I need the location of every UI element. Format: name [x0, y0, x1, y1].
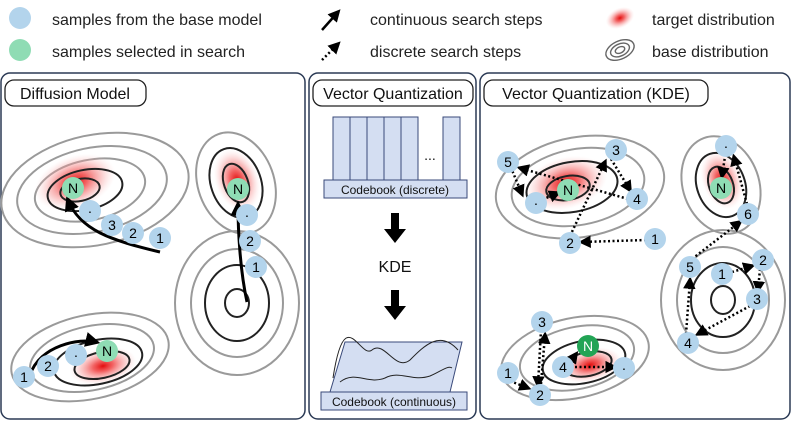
kde-node: 1 [718, 266, 726, 282]
kde-node: 3 [612, 142, 620, 158]
panel-vq-title: Vector Quantization [323, 86, 463, 103]
kde-node: 4 [633, 191, 641, 207]
legend-target-icon [605, 6, 635, 30]
codebook-discrete-label-box [323, 179, 468, 199]
kde-node: 4 [559, 359, 567, 375]
kde-node: 6 [744, 206, 752, 222]
codebook-continuous-plot [329, 336, 463, 393]
codebook-ellipsis: ... [424, 147, 436, 163]
diffusion-node: 2 [129, 225, 137, 241]
diffusion-dist-c [174, 230, 300, 376]
kde-node: N [583, 338, 593, 354]
kde-node: 3 [753, 291, 761, 307]
kde-node: 5 [686, 259, 694, 275]
kde-label: KDE [379, 259, 412, 276]
diffusion-nodes: N · 3 2 1 N · 2 1 1 2 · N [13, 177, 267, 388]
legend-base-sample-icon [9, 7, 31, 29]
kde-node: 1 [651, 231, 659, 247]
kde-node: 5 [504, 154, 512, 170]
panel-vq: Vector Quantization ... Codebook (discre… [308, 72, 477, 420]
kde-node: 3 [538, 314, 546, 330]
diffusion-node: N [233, 181, 243, 197]
diffusion-node: · [245, 207, 250, 223]
legend-selected-samples-label: samples selected in search [52, 44, 245, 61]
diffusion-node: · [88, 203, 93, 219]
panel-vq-kde-title: Vector Quantization (KDE) [502, 86, 690, 103]
legend-base-label: base distribution [652, 44, 769, 61]
kde-discrete-arrows [507, 149, 766, 391]
diffusion-arrow-a [64, 195, 161, 254]
panel-diffusion-title-box [4, 79, 147, 107]
legend-discrete-arrow-icon [321, 41, 341, 61]
diffusion-node: 1 [156, 230, 164, 246]
kde-node: 2 [536, 387, 544, 403]
legend-continuous-arrow-icon [321, 9, 341, 31]
legend-continuous-label: continuous search steps [370, 12, 543, 29]
legend-target-label: target distribution [652, 12, 775, 29]
legend-selected-sample-icon [9, 39, 31, 61]
kde-node: 2 [566, 235, 574, 251]
kde-node: · [724, 138, 729, 154]
kde-node: N [563, 182, 573, 198]
diffusion-node: 3 [108, 217, 116, 233]
legend-base-samples-label: samples from the base model [52, 12, 262, 29]
kde-node: 2 [759, 252, 767, 268]
panel-diffusion: Diffusion Model [0, 72, 306, 420]
kde-node: N [716, 180, 726, 196]
panel-vq-kde: Vector Quantization (KDE) [479, 72, 791, 420]
codebook-continuous-label-box [320, 391, 468, 411]
legend: samples from the base model samples sele… [9, 6, 775, 62]
legend-base-icon [605, 38, 635, 62]
down-arrow-icon-1 [384, 213, 406, 243]
down-arrow-icon-2 [384, 290, 406, 320]
panel-diffusion-title: Diffusion Model [20, 86, 130, 103]
diffusion-node: 1 [252, 259, 260, 275]
codebook-continuous-label: Codebook (continuous) [332, 395, 456, 409]
diffusion-node: · [74, 347, 79, 363]
codebook-discrete-bars [332, 116, 461, 181]
panel-vq-kde-title-box [483, 79, 709, 107]
diffusion-node: 2 [246, 233, 254, 249]
kde-node: 4 [684, 335, 692, 351]
kde-node: · [534, 195, 539, 211]
diffusion-arrow-c [28, 332, 101, 376]
codebook-discrete-label: Codebook (discrete) [341, 183, 449, 197]
kde-node: · [622, 360, 627, 376]
kde-node: 1 [504, 365, 512, 381]
diffusion-node: 2 [44, 358, 52, 374]
legend-discrete-label: discrete search steps [370, 44, 521, 61]
diffusion-node: N [68, 180, 78, 196]
diffusion-node: 1 [20, 369, 28, 385]
panel-vq-title-box [312, 79, 474, 107]
kde-nodes: 5 N 3 4 · 2 1 · N 6 5 1 2 3 4 3 N 1 4 · … [497, 135, 774, 406]
diffusion-node: N [102, 343, 112, 359]
